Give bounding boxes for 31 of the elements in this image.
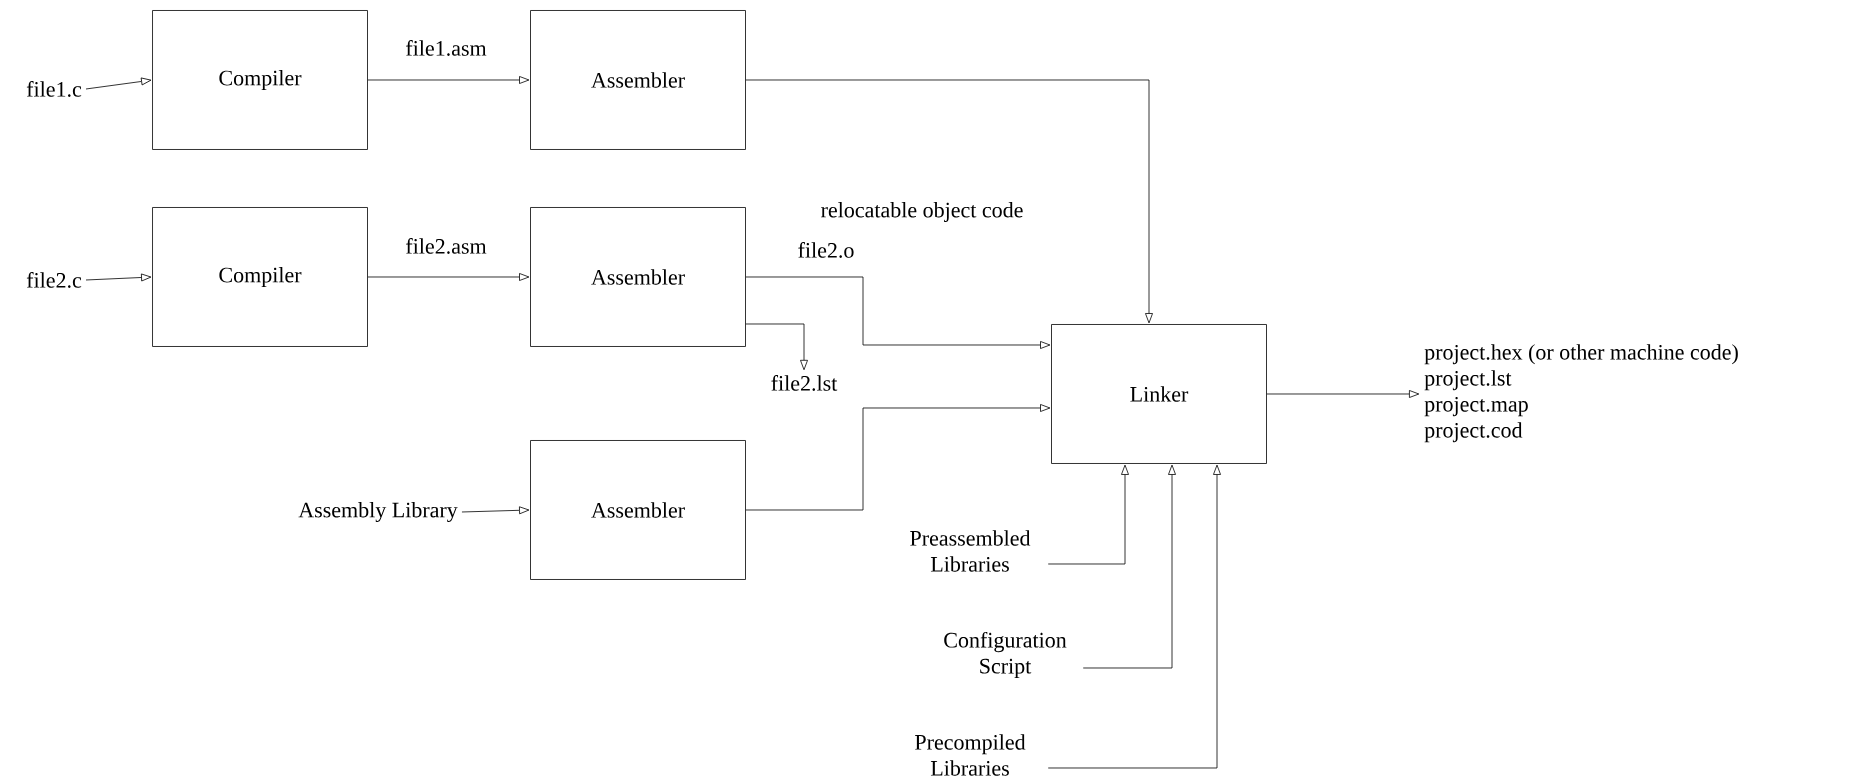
note-label: relocatable object code — [821, 202, 1023, 222]
arrow — [1082, 464, 1176, 669]
process-box: Linker — [1051, 324, 1267, 464]
process-box: Compiler — [152, 10, 368, 150]
input-label: Precompiled Libraries — [915, 734, 1026, 776]
process-box: Compiler — [152, 207, 368, 347]
process-box: Assembler — [530, 10, 746, 150]
arrow — [1047, 464, 1221, 769]
arrow — [367, 273, 530, 281]
arrow — [745, 276, 1051, 349]
file-label: file1.c — [26, 81, 82, 97]
arrow — [367, 76, 530, 84]
input-label: Preassembled Libraries — [910, 530, 1031, 572]
edge-label: file2.asm — [406, 238, 487, 254]
arrow — [745, 404, 1051, 511]
arrow — [85, 77, 152, 90]
arrow — [745, 323, 808, 371]
file-label: Assembly Library — [298, 502, 458, 522]
arrow — [745, 79, 1153, 324]
arrow — [85, 273, 152, 282]
output-file-list: project.hex (or other machine code) project.lst project.map project.cod — [1424, 344, 1738, 443]
file-label: file2.lst — [771, 375, 838, 391]
arrow — [461, 506, 530, 515]
edge-label: file1.asm — [406, 40, 487, 56]
edge-label: file2.o — [798, 242, 854, 258]
process-box: Assembler — [530, 207, 746, 347]
arrow — [1266, 390, 1420, 398]
arrow — [1047, 464, 1129, 565]
file-label: file2.c — [26, 272, 82, 288]
process-box: Assembler — [530, 440, 746, 580]
input-label: Configuration Script — [944, 631, 1067, 679]
